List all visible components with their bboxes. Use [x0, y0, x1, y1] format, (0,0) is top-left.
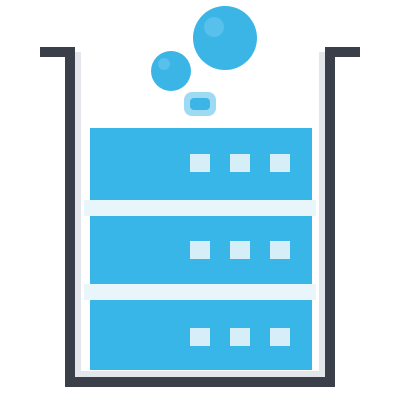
bubble-small-core — [190, 98, 210, 110]
bubbles — [151, 6, 257, 116]
server-row-3 — [90, 300, 312, 370]
indicator-light — [270, 241, 290, 259]
indicator-light — [270, 154, 290, 172]
bubble-medium-highlight — [158, 58, 170, 70]
server-stack-gap-top — [84, 200, 316, 216]
indicator-light — [190, 328, 210, 346]
server-stack — [84, 128, 316, 370]
server-row-1 — [90, 128, 312, 200]
indicator-light — [230, 241, 250, 259]
server-stack-gap-bottom — [84, 284, 316, 300]
indicator-light — [190, 241, 210, 259]
beaker-outline — [40, 47, 360, 387]
bubble-large-highlight — [204, 17, 224, 37]
indicator-light — [230, 328, 250, 346]
bubble-large — [193, 6, 257, 70]
indicator-light — [270, 328, 290, 346]
bubble-medium — [151, 51, 191, 91]
indicator-light — [190, 154, 210, 172]
beaker-container — [40, 47, 360, 387]
server-row-2 — [90, 216, 312, 284]
beaker-inner-highlight — [75, 52, 325, 377]
indicator-light — [230, 154, 250, 172]
